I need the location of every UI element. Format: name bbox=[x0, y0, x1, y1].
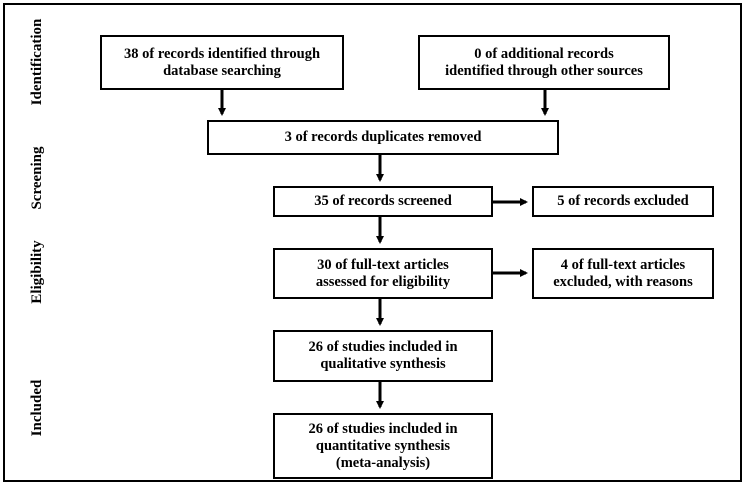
database-search-box: 38 of records identified through databas… bbox=[100, 35, 344, 90]
duplicates-removed-box: 3 of records duplicates removed bbox=[207, 120, 559, 155]
records-excluded-box: 5 of records excluded bbox=[532, 186, 714, 217]
quantitative-synthesis-box: 26 of studies included in quantitative s… bbox=[273, 413, 493, 479]
other-sources-box: 0 of additional records identified throu… bbox=[418, 35, 670, 90]
records-screened-box: 35 of records screened bbox=[273, 186, 493, 217]
fulltext-assessed-box: 30 of full-text articles assessed for el… bbox=[273, 248, 493, 299]
fulltext-excluded-box: 4 of full-text articles excluded, with r… bbox=[532, 248, 714, 299]
diagram-frame bbox=[3, 3, 742, 482]
qualitative-synthesis-box: 26 of studies included in qualitative sy… bbox=[273, 330, 493, 382]
